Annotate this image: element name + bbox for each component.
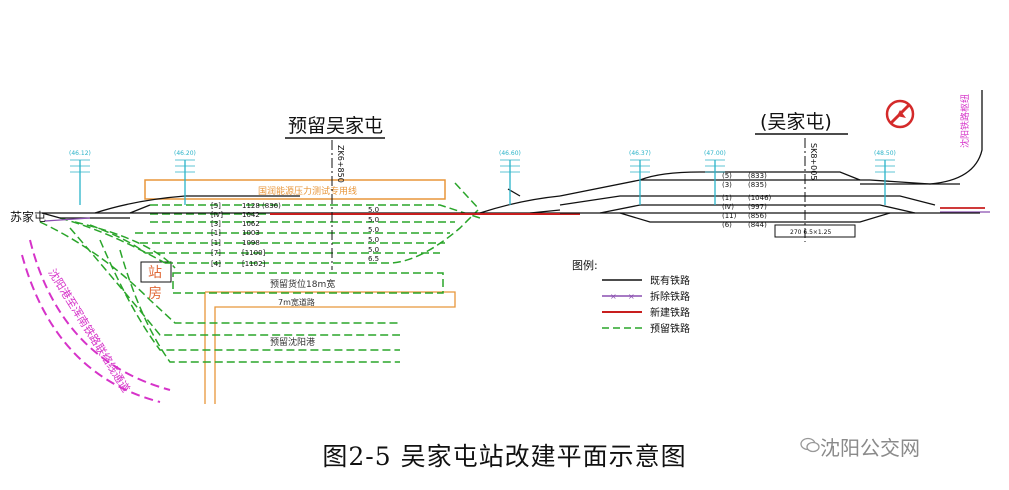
left-track-spacing: 5.0 (368, 226, 379, 234)
right-track-length: (833) (748, 172, 767, 180)
wechat-icon (800, 437, 820, 453)
signal-label: (46.20) (174, 150, 196, 157)
right-track-length: (856) (748, 212, 767, 220)
left-track-length: 1042 (242, 211, 260, 219)
freight-yard-label: 预留货位18m宽 (270, 278, 335, 290)
legend-label-existing: 既有铁路 (650, 274, 690, 287)
legend-label-new: 新建铁路 (650, 306, 690, 319)
left-track-number: [4] (211, 260, 221, 268)
legend-label-reserved: 预留铁路 (650, 322, 690, 335)
left-track-labels: [5] 1128 (836) [Ⅳ] 1042 [3] 1062 [1] 1003 [1] 109… (211, 202, 281, 268)
left-track-number: [7] (211, 249, 221, 257)
orange-road (204, 291, 456, 404)
left-width-labels: 5.05.05.05.05.06.5 (368, 206, 379, 263)
left-track-length: 1062 (242, 220, 260, 228)
left-track-length: [1102] (242, 260, 266, 268)
watermark: 沈阳公交网 (820, 436, 920, 460)
left-track-length: 1098 (242, 239, 260, 247)
right-track-labels: (5) (833) (3) (835) (1) (1046) (Ⅳ) (997) (11) (85… (722, 172, 772, 229)
left-track-spacing: 5.0 (368, 246, 379, 254)
current-chainage: SK8+005 (809, 143, 818, 180)
left-track-number: [1] (211, 239, 221, 247)
left-track-spacing: 5.0 (368, 206, 379, 214)
signal-label: (46.12) (69, 150, 91, 157)
north-arrow-icon (885, 99, 915, 129)
suja-station-label: 苏家屯 (10, 209, 46, 224)
left-track-number: [3] (211, 220, 221, 228)
top-right-line-label: 沈阳铁路枢纽 (959, 94, 971, 148)
existing-tracks-right (559, 90, 983, 223)
right-track-length: (844) (748, 221, 767, 229)
left-track-spacing: 5.0 (368, 236, 379, 244)
left-track-length: [1100] (242, 249, 266, 257)
left-track-number: [Ⅳ] (211, 211, 223, 219)
right-track-number: (1) (722, 194, 732, 202)
right-track-number: (11) (722, 212, 737, 220)
signal-post: (46.12) (69, 150, 91, 205)
figure-caption: 图2-5 吴家屯站改建平面示意图 (322, 442, 687, 471)
signal-label: (47.00) (704, 150, 726, 157)
right-track-number: (3) (722, 181, 732, 189)
signal-label: (48.50) (874, 150, 896, 157)
signal-post: (48.50) (874, 150, 896, 205)
magenta-corridor-label: 沈阳港至浑南铁路联络线通道 (45, 266, 133, 395)
station-building-char-2: 房 (148, 286, 162, 302)
left-track-number: [1] (211, 229, 221, 237)
platform (774, 224, 856, 238)
left-track-length: 1003 (242, 229, 260, 237)
legend-x-1: × (610, 292, 617, 301)
right-track-number: (6) (722, 221, 732, 229)
legend: 既有铁路 × × 拆除铁路 新建铁路 预留铁路 (602, 274, 690, 335)
removed-tracks (44, 211, 990, 222)
left-track-spacing: 5.0 (368, 216, 379, 224)
orange-special-line-box (144, 179, 446, 200)
orange-box-label: 国润能源压力测试专用线 (258, 185, 357, 197)
legend-x-2: × (628, 292, 635, 301)
freight-yard-box (172, 272, 444, 294)
magenta-corridor (21, 239, 171, 403)
signal-post: (46.37) (629, 150, 651, 205)
signal-label: (46.60) (499, 150, 521, 157)
platform-note: 270 6.5×1.25 (790, 229, 831, 236)
shenyang-port-label: 预留沈阳港 (270, 336, 315, 348)
current-station-title: (吴家屯) (760, 111, 832, 133)
legend-title: 图例: (572, 258, 598, 272)
signal-post: (47.00) (704, 150, 726, 205)
signal-post: (46.60) (499, 150, 521, 205)
signal-label: (46.37) (629, 150, 651, 157)
signal-posts: (46.12) (46.20) (46.60) (46.37) (47.00) (48.5… (69, 150, 896, 205)
right-track-length: (835) (748, 181, 767, 189)
legend-label-removed: 拆除铁路 (650, 290, 690, 303)
signal-post: (46.20) (174, 150, 196, 205)
right-track-length: (997) (748, 203, 767, 211)
station-building-char-1: 站 (148, 265, 162, 281)
left-track-length: 1128 (836) (242, 202, 281, 210)
left-track-spacing: 6.5 (368, 255, 379, 263)
right-track-number: (5) (722, 172, 732, 180)
right-track-length: (1046) (748, 194, 772, 202)
reserved-yard-tracks (39, 182, 481, 363)
reserved-chainage: ZK6+850 (336, 145, 345, 183)
station-building (140, 261, 172, 283)
left-track-number: [5] (211, 202, 221, 210)
road-label: 7m宽道路 (278, 297, 315, 307)
right-track-number: (Ⅳ) (722, 203, 734, 211)
reserved-station-title: 预留吴家屯 (288, 115, 383, 137)
